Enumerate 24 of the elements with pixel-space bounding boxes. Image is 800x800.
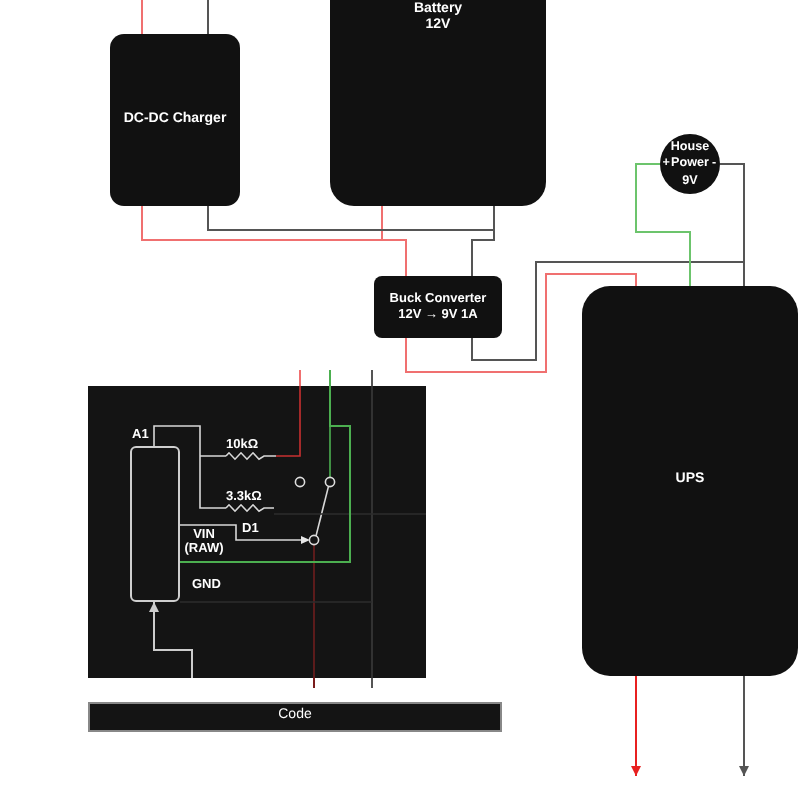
- arrow: [739, 675, 749, 777]
- wire: [719, 163, 745, 287]
- device-box: [582, 286, 798, 676]
- device-box: [330, 0, 546, 206]
- wire: [207, 0, 209, 35]
- wire: [381, 205, 407, 277]
- arrow: [631, 675, 641, 777]
- wire: [179, 369, 351, 563]
- wire: [371, 369, 373, 387]
- microcontroller-outline: [130, 446, 180, 602]
- wire: [471, 261, 745, 361]
- wire: [313, 677, 315, 689]
- code-bar: [88, 702, 502, 732]
- wire: [299, 369, 301, 387]
- wire: [371, 677, 373, 689]
- wire: [405, 273, 637, 373]
- wire: [471, 205, 495, 277]
- wire: [635, 163, 691, 287]
- wire: [141, 0, 143, 35]
- circuit-panel: [88, 386, 426, 678]
- device-box: [374, 276, 502, 338]
- device-box: [110, 34, 240, 206]
- power-source-circle: [660, 134, 720, 194]
- arrow: [149, 601, 193, 679]
